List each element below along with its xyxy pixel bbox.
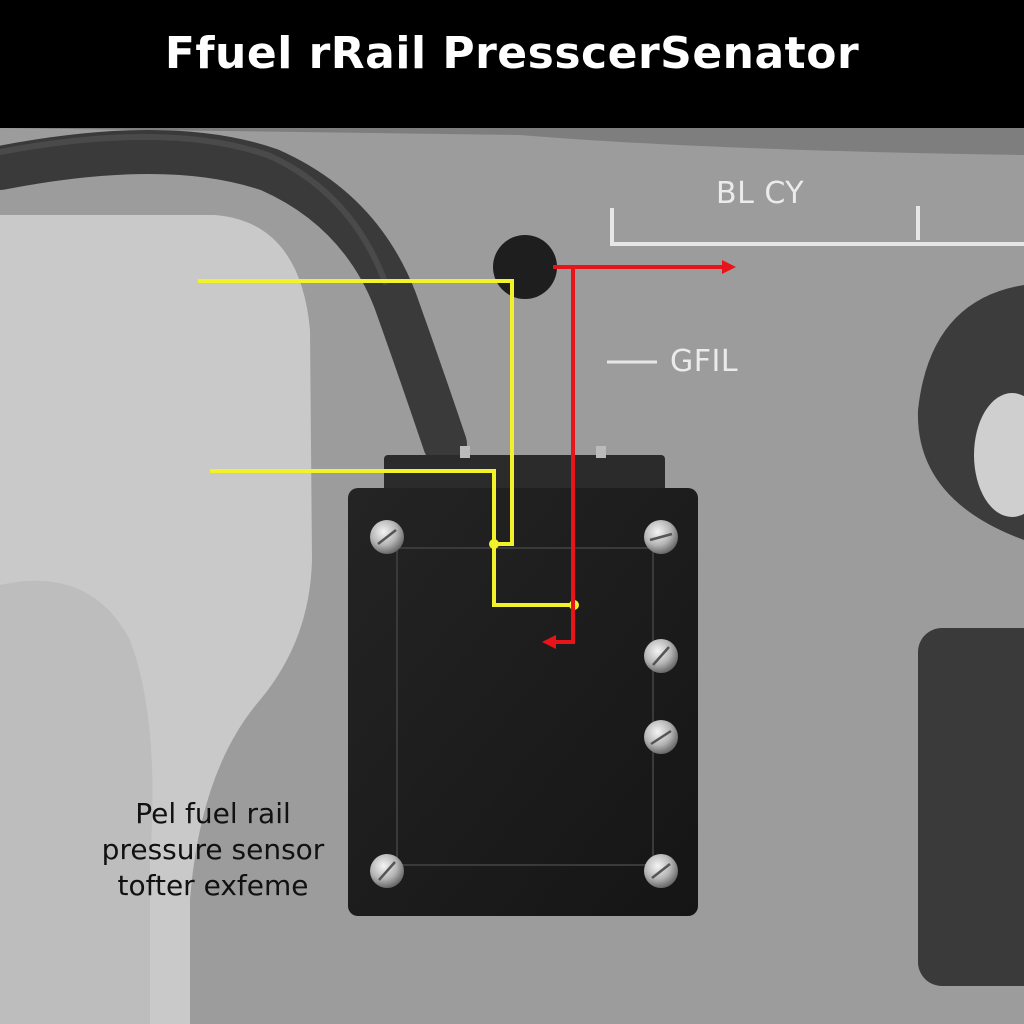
diagram-title: Ffuel rRail PresscerSenator [164, 27, 860, 79]
screw-icon [644, 639, 678, 673]
fuel-hose-highlight [0, 133, 388, 285]
sensor-top-pin-left [460, 446, 470, 458]
sensor-caption: Pel fuel rail pressure sensor tofter exf… [78, 796, 348, 904]
sensor-body [348, 488, 698, 916]
label-bl-cy: BL CY [716, 176, 805, 211]
title-bar: Ffuel rRail PresscerSenator [0, 0, 1024, 128]
arrow-head-icon [542, 635, 556, 649]
bracket-line [610, 206, 1024, 246]
red-wire [553, 265, 722, 644]
screw-icon [370, 854, 404, 888]
fuel-hose [0, 130, 467, 466]
yellow-junction [489, 539, 499, 549]
caption-line-1: Pel fuel rail [135, 797, 291, 830]
sensor-inner-outline [396, 547, 654, 866]
background-panel-left-lower [0, 580, 153, 1024]
screw-icon [644, 720, 678, 754]
yellow-wire-lower [210, 469, 574, 607]
background-block-right [918, 628, 1024, 986]
connector-port [493, 235, 557, 299]
background-bolt-hole [974, 393, 1024, 517]
yellow-wire-upper [198, 279, 514, 546]
screw-icon [370, 520, 404, 554]
background-panel-top [0, 128, 1024, 155]
caption-line-2: pressure sensor [101, 833, 325, 866]
screw-icon [644, 520, 678, 554]
screw-icon [644, 854, 678, 888]
caption-line-3: tofter exfeme [117, 869, 309, 902]
label-gfil: GFIL [670, 344, 739, 379]
sensor-top-pin-right [596, 446, 606, 458]
arrow-head-icon [722, 260, 736, 274]
